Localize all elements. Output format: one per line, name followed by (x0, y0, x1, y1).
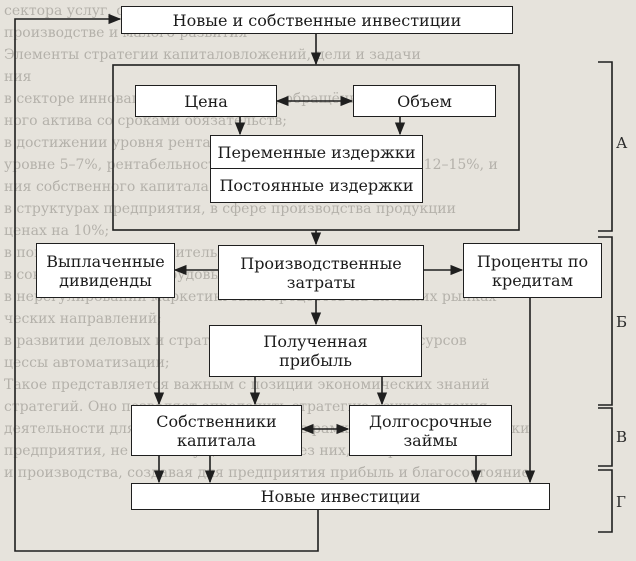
bracket-b (598, 236, 613, 406)
background-text-line: ния (4, 69, 32, 85)
new-investments-box: Новые инвестиции (131, 483, 550, 510)
volume-box: Объем (353, 85, 496, 117)
paid-dividends-box: Выплаченные дивиденды (36, 243, 175, 298)
bracket-v (598, 407, 613, 467)
new-own-investments-box: Новые и собственные инвестиции (121, 6, 513, 34)
section-label-b: Б (616, 313, 628, 331)
feedback-loop (14, 13, 319, 552)
fixed-costs-label: Постоянные издержки (219, 176, 414, 195)
price-box: Цена (135, 85, 277, 117)
variable-costs-label: Переменные издержки (211, 136, 422, 169)
background-text-line: в структурах предприятия, в сфере произв… (4, 201, 456, 217)
background-text-line: Элементы стратегии капиталовложений, цел… (4, 47, 421, 63)
background-text-line: и производства, создавая для предприятия… (4, 465, 530, 481)
loan-interest-box: Проценты по кредитам (463, 243, 602, 298)
long-term-loans-box: Долгосрочные займы (349, 405, 512, 456)
section-label-v: В (616, 428, 628, 446)
background-text-line: ного актива со сроками обязательств; (4, 113, 287, 129)
received-profit-box: Полученная прибыль (209, 325, 422, 377)
bracket-a (598, 61, 613, 232)
costs-box: Переменные издержки Постоянные издержки (210, 135, 423, 203)
section-label-g: Г (616, 493, 626, 511)
production-costs-box: Производственные затраты (218, 245, 424, 300)
background-text-line: ческих направлений; (4, 311, 162, 327)
capital-owners-box: Собственники капитала (131, 405, 302, 456)
bracket-g (598, 469, 613, 533)
section-label-a: А (616, 134, 628, 152)
